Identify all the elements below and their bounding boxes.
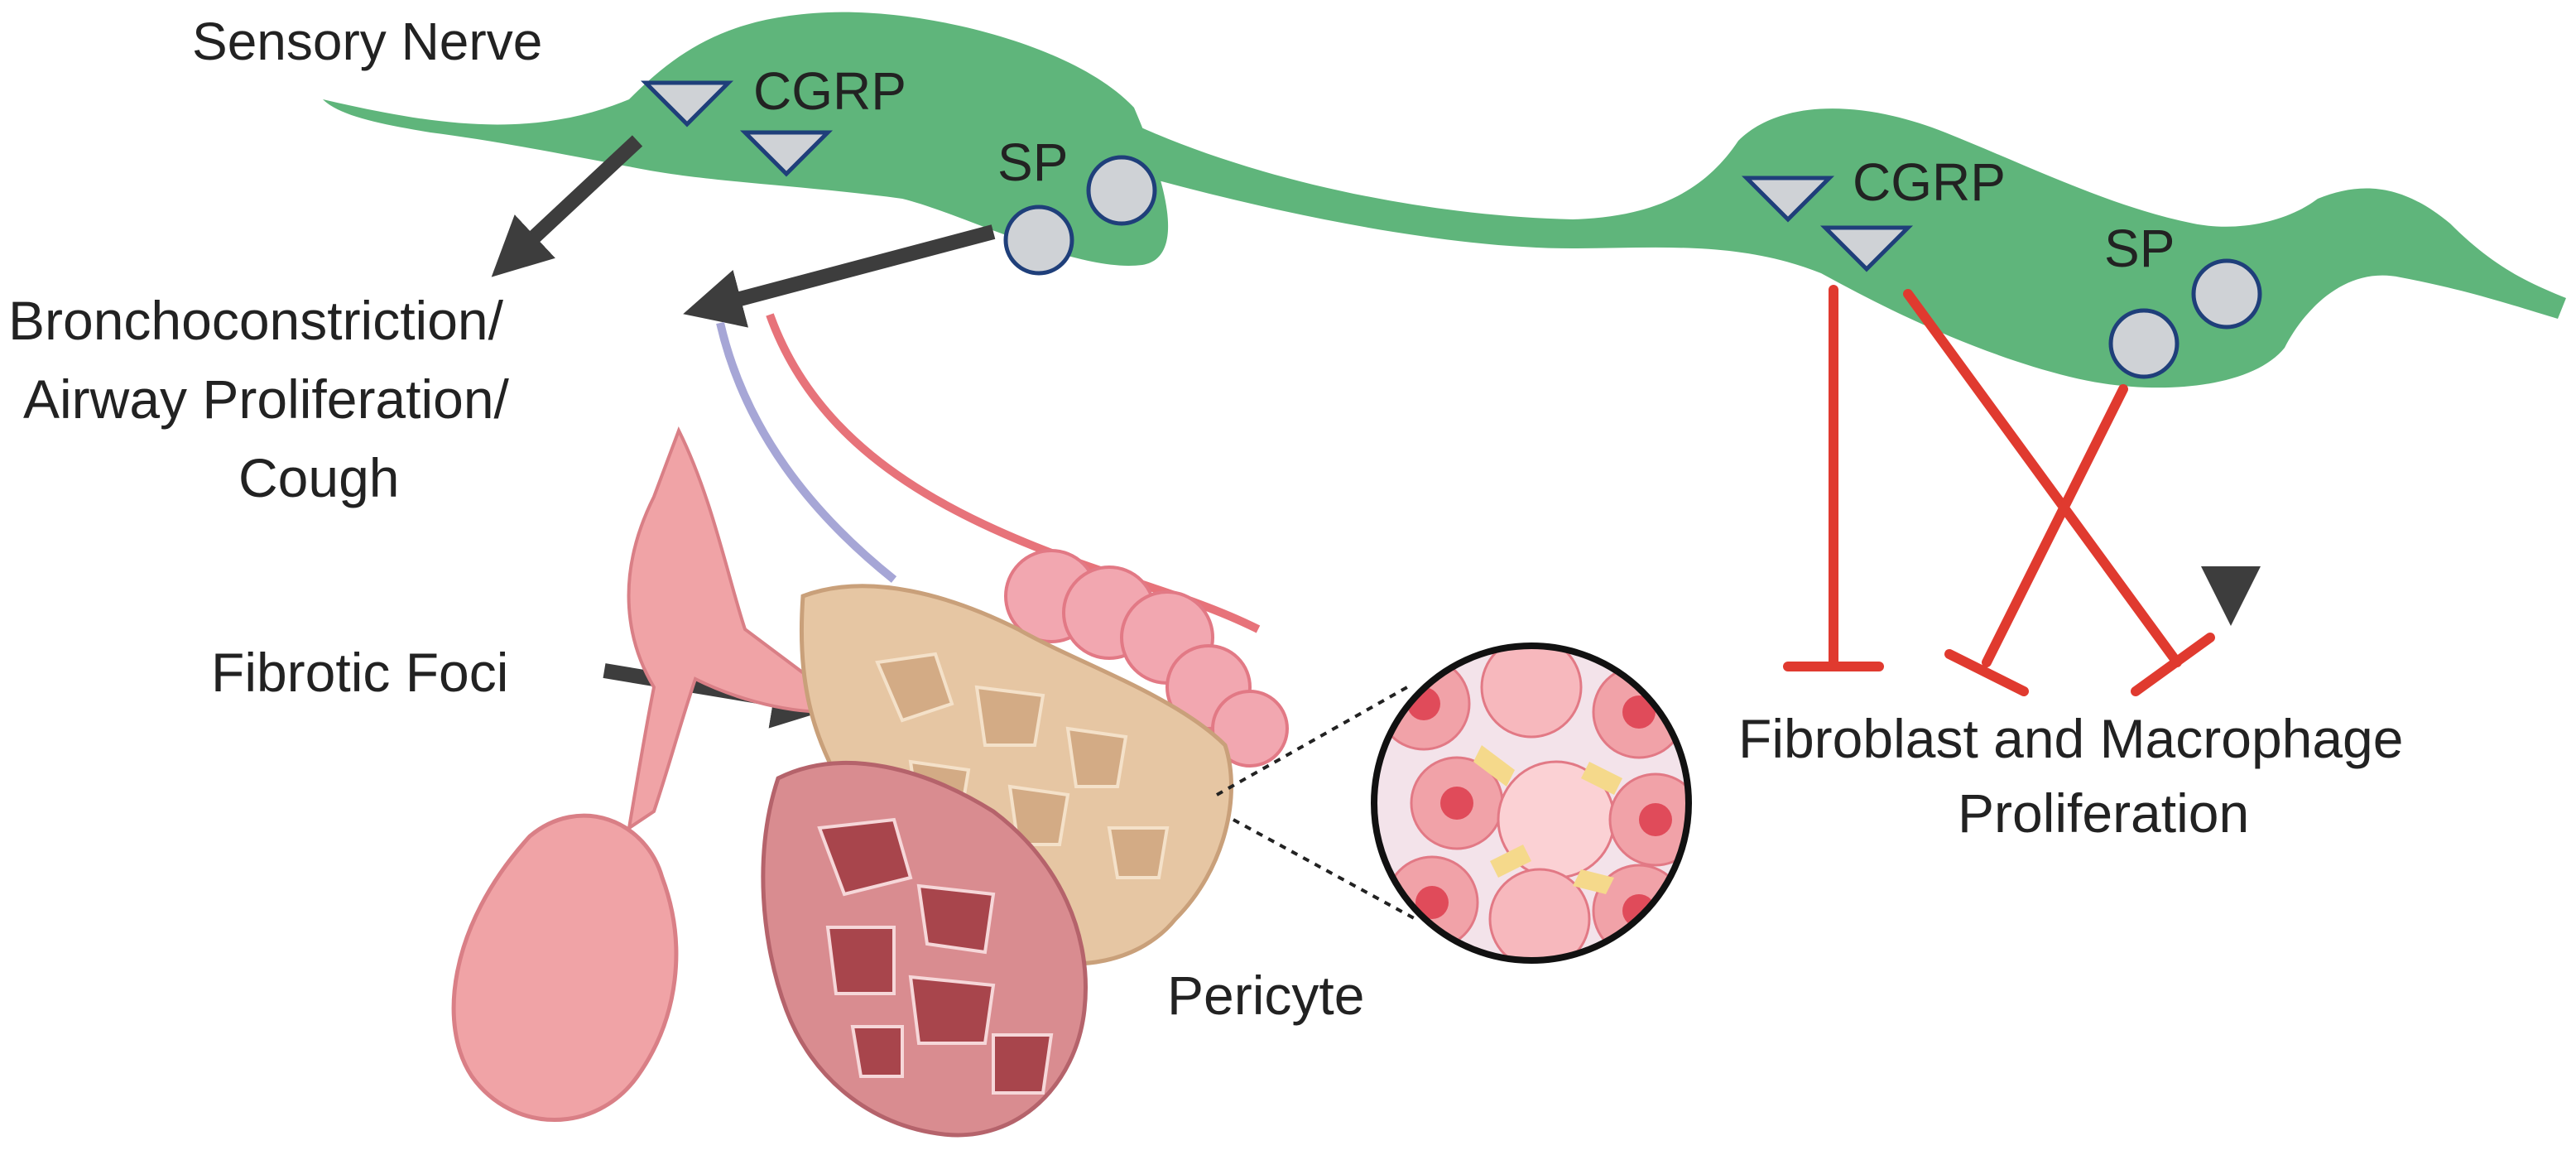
neuropeptide-circle-icon — [2108, 308, 2180, 379]
neuropeptide-circle-icon — [2191, 258, 2262, 330]
inhibit-sp-diagonal — [1944, 384, 2128, 696]
zoom-line-bottom — [1233, 818, 1416, 921]
effect-left-line1: Bronchoconstriction/ — [8, 290, 504, 351]
neuropeptide-triangle-icon — [1819, 225, 1914, 272]
cgrp-label-left: CGRP — [753, 61, 906, 121]
effect-left-line3: Cough — [238, 447, 400, 508]
effect-left-line2: Airway Proliferation/ — [23, 368, 510, 430]
cell-magnified-icon — [1371, 642, 1692, 964]
cgrp-label-right: CGRP — [1853, 152, 2006, 212]
neuropeptide-triangle-icon — [1741, 176, 1835, 223]
arrow-cgrp-to-bronchoconstriction — [491, 135, 643, 277]
neuropeptide-triangle-icon — [640, 80, 734, 128]
effect-right-line1: Fibroblast and Macrophage — [1738, 708, 2403, 769]
sp-label-right: SP — [2104, 219, 2175, 278]
neuropeptide-triangle-icon — [739, 130, 834, 177]
effect-right-line2: Proliferation — [1958, 782, 2249, 844]
neuropeptide-circle-icon — [1003, 205, 1074, 276]
inhibit-cgrp-diagonal — [1903, 289, 2215, 696]
neuropeptide-circle-icon — [1086, 155, 1157, 226]
fibrotic-foci-label: Fibrotic Foci — [211, 642, 508, 703]
sensory-nerve-label: Sensory Nerve — [192, 12, 542, 71]
arrow-sp-to-bronchoconstriction — [683, 224, 996, 328]
pericyte-label: Pericyte — [1167, 965, 1364, 1026]
sensory-nerve — [323, 12, 2566, 388]
inhibit-cgrp-vertical — [1783, 285, 1884, 671]
lung-alveoli-icon — [451, 313, 1289, 1138]
sp-label-left: SP — [997, 132, 1068, 192]
zoom-line-top — [1216, 686, 1408, 796]
